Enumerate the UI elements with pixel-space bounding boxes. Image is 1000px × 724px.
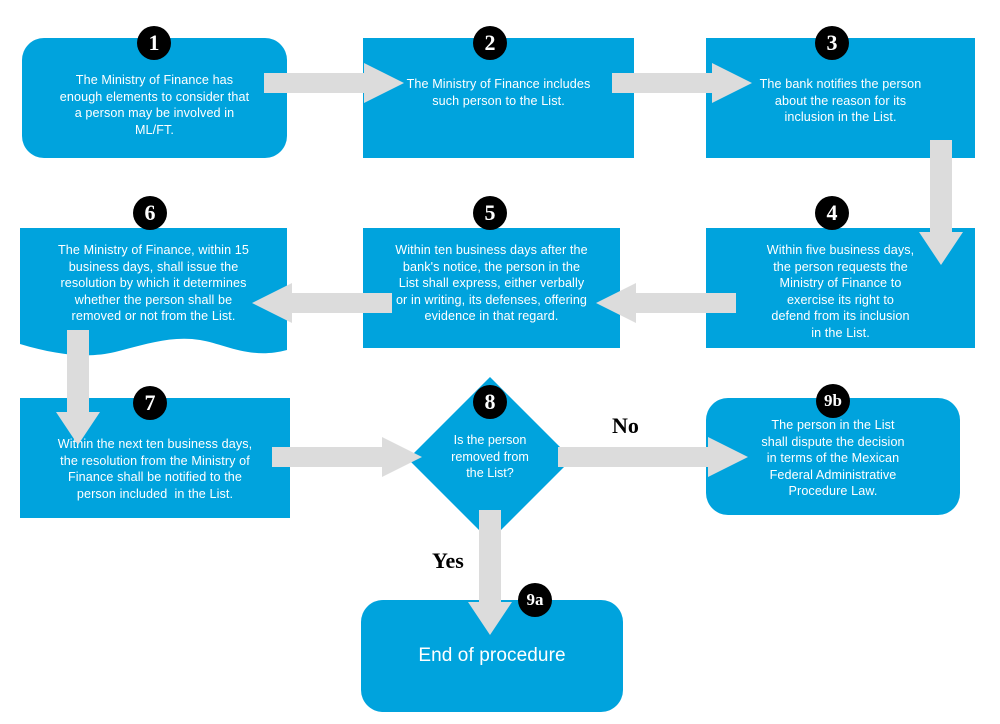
node-step-5-text: Within ten business days after the bank'… <box>395 243 588 323</box>
arrow-step5-to-step6 <box>252 283 392 323</box>
node-step-3[interactable]: The bank notifies the person about the r… <box>706 38 975 158</box>
badge-step-7: 7 <box>133 386 167 420</box>
arrow-step7-to-step8 <box>272 437 422 477</box>
node-step-1-text: The Ministry of Finance has enough eleme… <box>59 73 250 137</box>
node-step-9a-text: End of procedure <box>418 645 566 666</box>
arrow-step8-to-step9b <box>558 437 748 477</box>
arrow-step6-to-step7 <box>56 330 100 445</box>
node-step-7-text: Within the next ten business days, the r… <box>57 437 253 501</box>
badge-step-9a: 9a <box>518 583 552 617</box>
node-step-5[interactable]: Within ten business days after the bank'… <box>363 228 620 348</box>
node-step-9b-text: The person in the List shall dispute the… <box>761 418 905 498</box>
node-step-6-text: The Ministry of Finance, within 15 busin… <box>58 243 249 323</box>
arrow-step8-to-step9a <box>468 510 512 635</box>
branch-label-no: No <box>612 413 639 438</box>
branch-label-yes: Yes <box>432 548 464 573</box>
node-step-8-text: Is the person removed from the List? <box>451 433 529 480</box>
node-step-4-text: Within five business days, the person re… <box>766 243 915 340</box>
arrow-step4-to-step5 <box>596 283 736 323</box>
node-step-2-text: The Ministry of Finance includes such pe… <box>406 77 591 108</box>
badge-step-4: 4 <box>815 196 849 230</box>
arrow-step1-to-step2 <box>264 63 404 103</box>
node-step-8[interactable]: Is the person removed from the List? <box>408 377 572 541</box>
badge-step-2: 2 <box>473 26 507 60</box>
node-step-6[interactable]: The Ministry of Finance, within 15 busin… <box>20 228 287 356</box>
badge-step-5: 5 <box>473 196 507 230</box>
arrow-step3-to-step4 <box>919 140 963 265</box>
arrow-step2-to-step3 <box>612 63 752 103</box>
badge-step-3: 3 <box>815 26 849 60</box>
node-step-3-text: The bank notifies the person about the r… <box>759 77 922 124</box>
badge-step-9b: 9b <box>816 384 850 418</box>
badge-step-1: 1 <box>137 26 171 60</box>
badge-step-8: 8 <box>473 385 507 419</box>
node-step-2[interactable]: The Ministry of Finance includes such pe… <box>363 38 634 158</box>
badge-step-6: 6 <box>133 196 167 230</box>
